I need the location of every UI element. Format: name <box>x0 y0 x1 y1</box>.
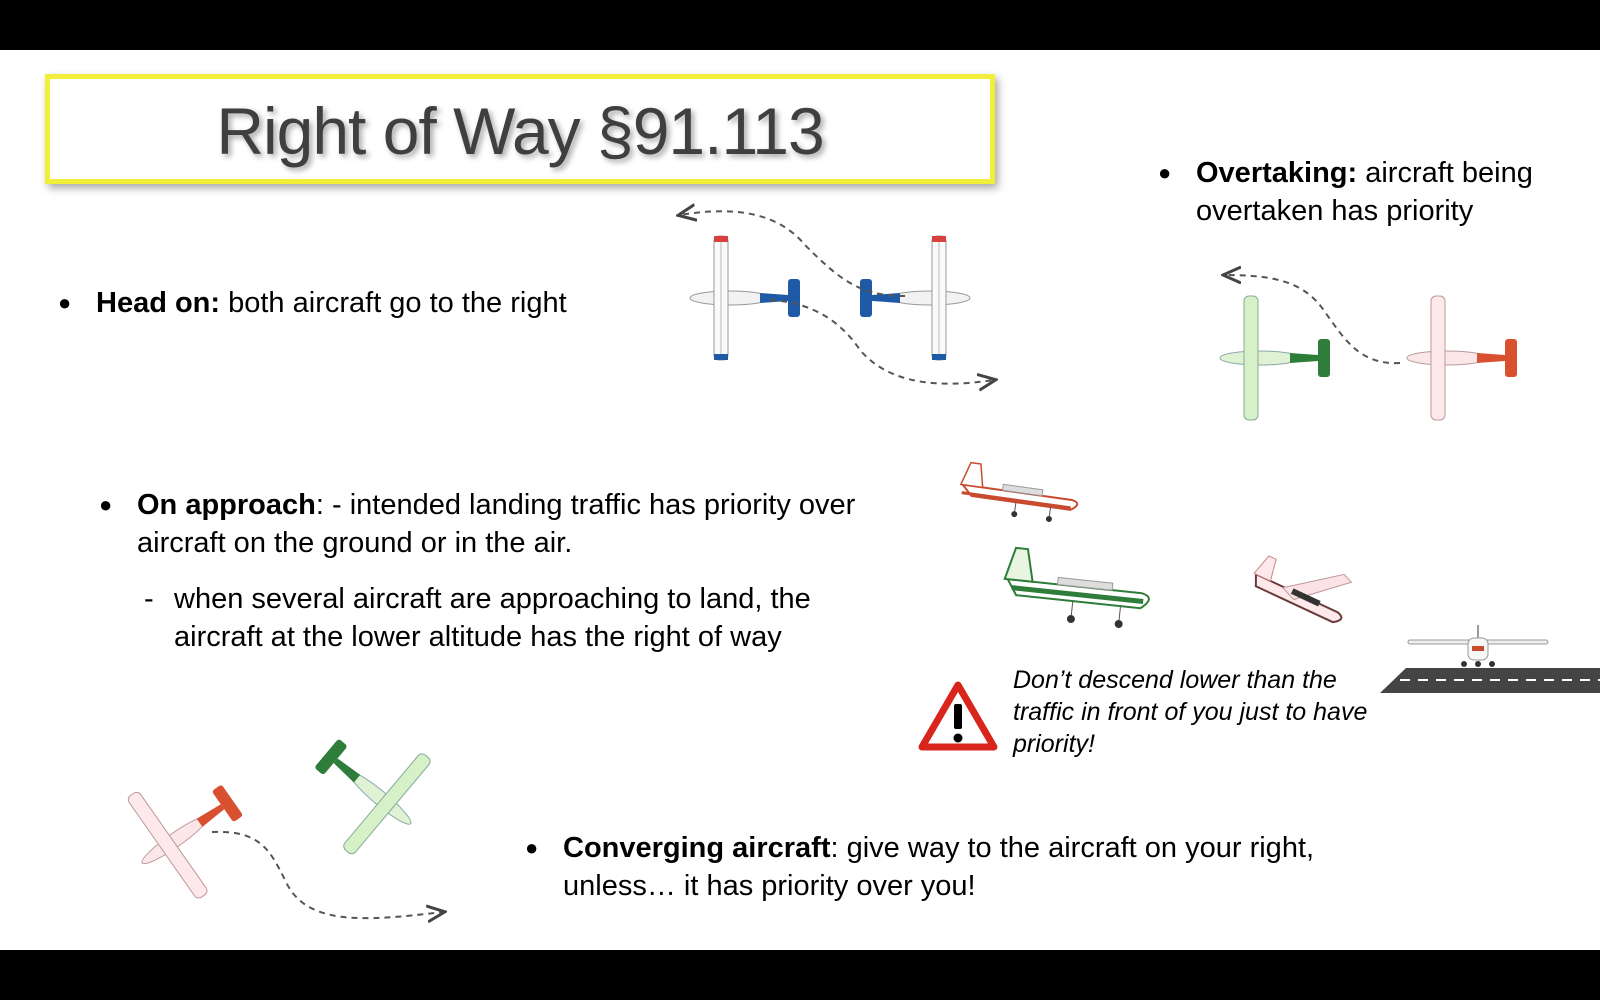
warning-note: Don’t descend lower than the traffic in … <box>1013 666 1368 758</box>
head-on-plane-right <box>860 235 971 361</box>
title-box: Right of Way §91.113 <box>45 74 995 184</box>
runway-plane-front <box>1407 625 1549 667</box>
runway <box>1380 668 1600 693</box>
head-on-label: Head on: <box>96 287 221 319</box>
bullet-converging: ● Converging aircraft: give way to the ai… <box>525 829 1323 905</box>
head-on-text: both aircraft go to the right <box>220 287 567 319</box>
approach-plane-pink <box>1253 555 1353 624</box>
overtaking-label: Overtaking: <box>1196 157 1358 189</box>
approach-sub-text: when several aircraft are approaching to… <box>174 583 811 653</box>
approach-sub-item: -when several aircraft are approaching t… <box>144 580 874 656</box>
overtaking-plane-green <box>1219 295 1330 421</box>
converging-label: Converging aircraft <box>563 832 831 864</box>
overtaking-plane-red <box>1406 295 1517 421</box>
warning-triangle-icon <box>918 681 998 751</box>
slide: Right of Way §91.113 ● Head on: both airc… <box>0 50 1600 950</box>
head-on-path-left <box>680 211 906 297</box>
head-on-plane-left <box>689 235 800 361</box>
converging-plane-green <box>315 739 431 855</box>
overtaking-text: aircraft being overtaken has priority <box>1196 157 1533 227</box>
approach-text: : - intended landing traffic has priorit… <box>137 489 856 559</box>
slide-title: Right of Way §91.113 <box>216 94 824 168</box>
illustrations <box>127 50 1600 950</box>
converging-text: : give way to the aircraft on your right… <box>563 832 1315 902</box>
overtaking-path <box>1225 275 1401 365</box>
bullet-dot: ● <box>525 835 539 860</box>
bullet-head-on: ● Head on: both aircraft go to the right <box>58 284 656 322</box>
bullet-dot: ● <box>99 492 113 517</box>
bullet-dot: ● <box>58 290 72 315</box>
bullet-dot: ● <box>1158 160 1172 185</box>
converging-plane-red <box>127 785 243 899</box>
approach-plane-red <box>959 461 1079 522</box>
bullet-on-approach: ● On approach: - intended landing traffic… <box>99 486 857 562</box>
converging-path <box>211 830 443 918</box>
approach-plane-green <box>1003 546 1150 629</box>
approach-label: On approach <box>137 489 316 521</box>
head-on-path-right <box>769 299 994 384</box>
bullet-overtaking: ● Overtaking: aircraft being overtaken ha… <box>1158 154 1586 230</box>
sub-dash: - <box>144 583 154 615</box>
